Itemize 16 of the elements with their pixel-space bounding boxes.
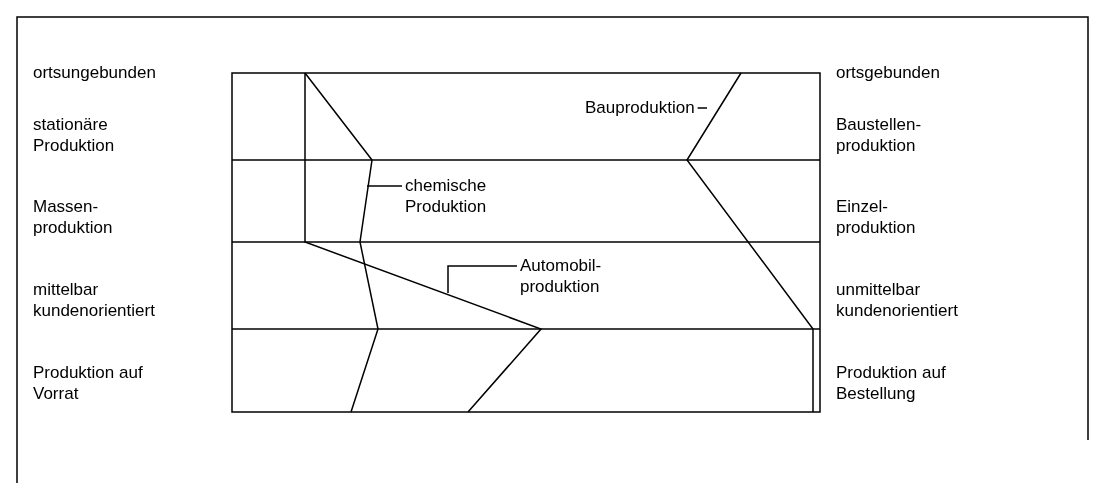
row-label: unmittelbar kundenorientiert (836, 279, 958, 321)
row-label: Produktion auf Vorrat (33, 362, 144, 404)
leader-line (696, 107, 708, 109)
profile-label: chemische Produktion (405, 175, 487, 217)
profile-label: Bauproduktion (585, 97, 695, 118)
row-label: Einzel- produktion (836, 196, 916, 238)
leader-line (447, 265, 518, 294)
row-label: Produktion auf Bestellung (836, 362, 947, 404)
row-label: Baustellen- produktion (836, 114, 922, 156)
row-label: mittelbar kundenorientiert (33, 279, 155, 321)
row-label: ortsgebunden (836, 62, 941, 83)
row-label: ortsungebunden (33, 62, 157, 83)
row-label: stationäre Produktion (33, 114, 115, 156)
leader-line (366, 185, 403, 187)
row-label: Massen- produktion (33, 196, 113, 238)
profile-label: Automobil- produktion (520, 255, 602, 297)
